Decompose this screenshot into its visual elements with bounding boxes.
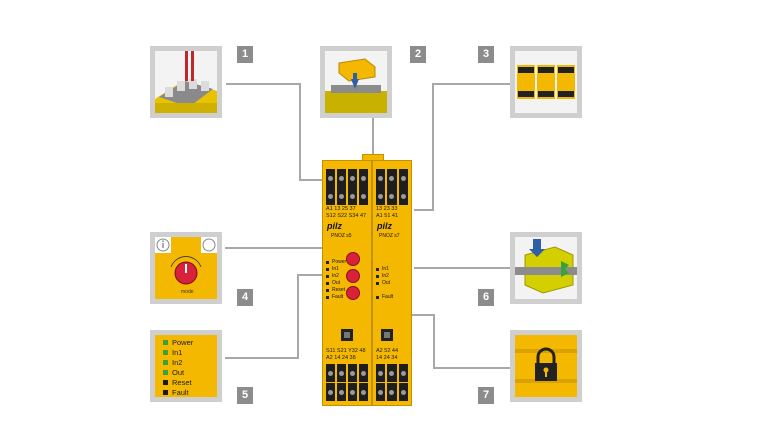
led-indicator-label: In2: [172, 358, 183, 367]
terminal-wiring-illustration: [155, 51, 217, 113]
rotary-knob-1[interactable]: [346, 252, 360, 266]
led-indicator-in2: In2: [163, 358, 182, 367]
mode-selector-illustration: mode: [155, 237, 217, 299]
top-terminal-row-lower: [326, 187, 368, 205]
connector-line-3: [414, 83, 510, 211]
bottom-terminal-labels-2: 14 24 34: [376, 355, 398, 361]
lock-cover-illustration: [515, 335, 577, 397]
rotary-knob-3[interactable]: [346, 286, 360, 300]
connector-plug-illustration: [325, 51, 387, 113]
status-led: [376, 268, 379, 271]
mode-selector-icon: [155, 237, 217, 285]
callout-image-module-row: [510, 46, 582, 118]
module-row-icon: [517, 65, 575, 99]
bottom-terminal-labels-1: A2 52 44: [376, 348, 399, 354]
callout-number-1: 1: [237, 46, 253, 63]
status-led: [326, 275, 329, 278]
terminal-wiring-icon: [155, 51, 217, 113]
model-label: PNOZ s5: [331, 233, 352, 239]
indicator-label-in2: In2: [382, 273, 389, 279]
connector-line-7: [410, 314, 510, 369]
indicator-label-out: Out: [332, 280, 341, 286]
connector-line-1: [226, 83, 322, 181]
relay-module-pnoz-s7: 13 23 33 A1 51 41 pilz PNOZ s7 In1 In2 O…: [372, 160, 412, 406]
callout-number-2: 2: [410, 46, 426, 63]
model-label: PNOZ s7: [379, 233, 400, 239]
callout-image-terminal-wiring: [150, 46, 222, 118]
status-led: [326, 296, 329, 299]
status-led: [326, 268, 329, 271]
din-rail-mount-illustration: [515, 237, 577, 299]
indicator-label-in1: In1: [332, 266, 339, 272]
status-led: [326, 282, 329, 285]
callout-image-connector-plug: [320, 46, 392, 118]
bottom-terminal-row-upper: [376, 364, 408, 382]
din-rail-mount-icon: [515, 239, 577, 294]
bottom-terminal-labels-2: A2 14 24 38: [326, 355, 356, 361]
callout-number-7: 7: [478, 387, 494, 404]
callout-image-din-rail-mount: [510, 232, 582, 304]
bottom-terminal-row-upper: [326, 364, 368, 382]
top-terminal-labels-1: 13 23 33: [376, 206, 398, 212]
callout-number-3: 3: [478, 46, 494, 63]
led-indicator-label: In1: [172, 348, 183, 357]
relay-module-pnoz-s5: A1 13 25 37 S12 S22 S34 47 pilz PNOZ s5 …: [322, 160, 372, 406]
bottom-terminal-row-lower: [326, 383, 368, 401]
module-bridge-connector: [362, 154, 384, 160]
brand-logo: pilz: [327, 221, 342, 231]
led-indicator-fault: Fault: [163, 388, 189, 397]
top-terminal-row-lower: [376, 187, 408, 205]
connector-plug-icon: [325, 58, 387, 113]
callout-image-lock-cover: [510, 330, 582, 402]
indicator-label-reset: Reset: [332, 287, 346, 293]
top-terminal-row-upper: [326, 169, 368, 187]
qr-code: [341, 329, 353, 341]
led-indicator-out: Out: [163, 368, 184, 377]
module-row-illustration: [515, 51, 577, 113]
bottom-terminal-row-lower: [376, 383, 408, 401]
status-led: [326, 261, 329, 264]
brand-logo: pilz: [377, 221, 392, 231]
rotary-knob-2[interactable]: [346, 269, 360, 283]
led-indicator-label: Reset: [172, 378, 192, 387]
led-indicator-label: Out: [172, 368, 185, 377]
qr-code: [381, 329, 393, 341]
led-indicator-power: Power: [163, 338, 193, 347]
padlock-icon: [515, 347, 577, 383]
callout-image-mode-selector: mode: [150, 232, 222, 304]
callout-number-4: 4: [237, 289, 253, 306]
led-indicators-panel: Power In1 In2 Out Reset Fault: [155, 335, 217, 397]
top-terminal-labels-1: A1 13 25 37: [326, 206, 356, 212]
indicator-label-power: Power: [332, 259, 347, 265]
status-led: [326, 289, 329, 292]
status-led: [376, 275, 379, 278]
callout-number-6: 6: [478, 289, 494, 306]
top-terminal-labels-2: A1 51 41: [376, 213, 399, 219]
callout-image-led-indicators: Power In1 In2 Out Reset Fault: [150, 330, 222, 402]
indicator-label-in1: In1: [382, 266, 389, 272]
bottom-terminal-labels-1: S11 S21 Y32 48: [326, 348, 366, 354]
callout-number-5: 5: [237, 387, 253, 404]
indicator-label-fault: Fault: [382, 294, 394, 300]
led-indicator-label: Power: [172, 338, 194, 347]
led-indicator-in1: In1: [163, 348, 182, 357]
mode-dial-label: mode: [181, 289, 194, 295]
status-led: [376, 296, 379, 299]
indicator-label-out: Out: [382, 280, 391, 286]
led-indicator-reset: Reset: [163, 378, 192, 387]
connector-line-5: [225, 274, 322, 359]
led-indicator-label: Fault: [172, 388, 189, 397]
top-terminal-labels-2: S12 S22 S34 47: [326, 213, 367, 219]
indicator-label-in2: In2: [332, 273, 339, 279]
top-terminal-row-upper: [376, 169, 408, 187]
indicator-label-fault: Fault: [332, 294, 344, 300]
status-led: [376, 282, 379, 285]
